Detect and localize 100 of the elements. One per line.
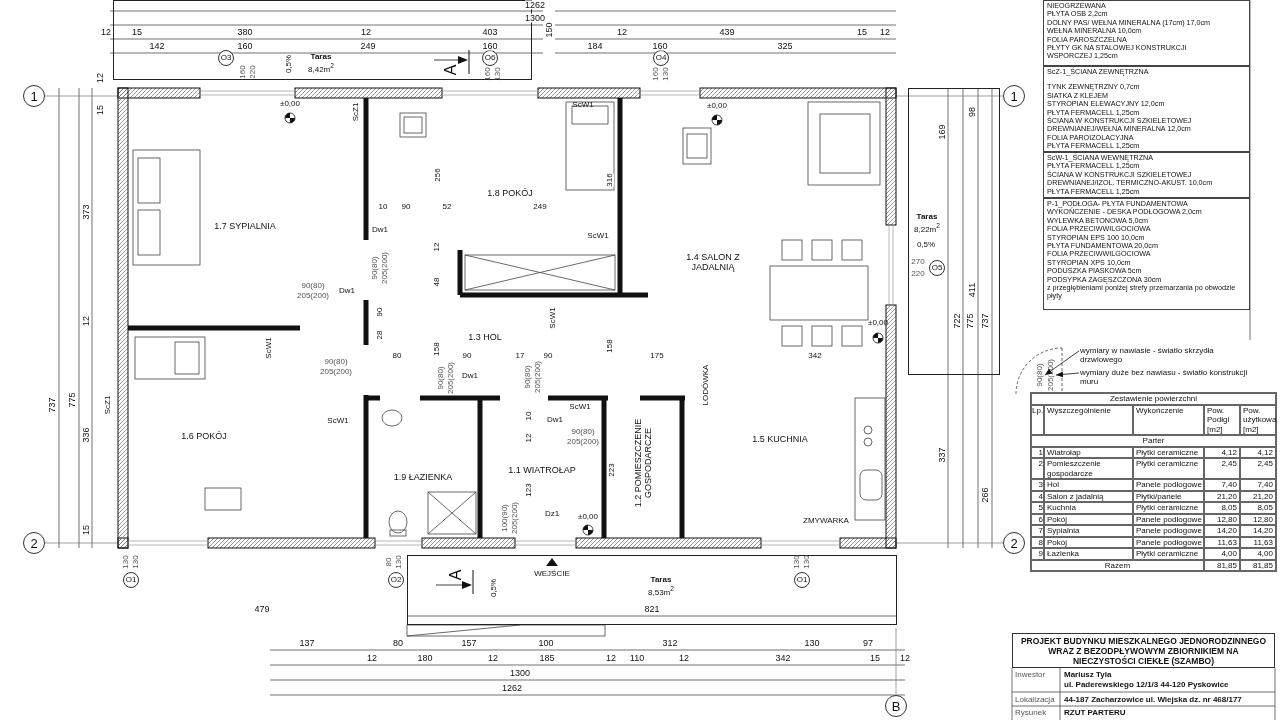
grid-axis-marker: B bbox=[885, 695, 907, 717]
table-cell: 81,85 bbox=[1240, 559, 1276, 571]
dimension-label: 12 bbox=[617, 27, 627, 37]
dimension-label: 12 bbox=[433, 242, 441, 252]
opening-dimension: 205(200) bbox=[447, 362, 455, 394]
dimension-label: 157 bbox=[461, 638, 477, 648]
terrace-name: Taras bbox=[915, 212, 939, 222]
appliance-label: LODÓWKA bbox=[702, 364, 710, 406]
dimension-label: 266 bbox=[980, 487, 990, 503]
field-value: 44-187 Zacharzowice ul. Wiejska dz. nr 468/177 bbox=[1064, 696, 1242, 704]
dimension-label: 316 bbox=[606, 173, 614, 187]
opening-dimension: 205(200) bbox=[381, 252, 389, 284]
table-cell: 21,20 bbox=[1204, 490, 1240, 502]
table-cell: 7,40 bbox=[1204, 479, 1240, 491]
table-cell: 4,00 bbox=[1204, 548, 1240, 560]
opening-dimension: 205(200) bbox=[511, 502, 519, 534]
opening-dimension: 130 bbox=[494, 67, 502, 81]
table-cell: 4,00 bbox=[1240, 548, 1276, 560]
table-cell: Łazienka bbox=[1044, 548, 1133, 560]
wall-type-label: ScW1 bbox=[572, 101, 594, 109]
note-text: wymiary w nawiasie - światło skrzydła drzwiowego bbox=[1080, 346, 1258, 364]
slope-label: 0,5% bbox=[285, 54, 293, 74]
grid-axis-marker: 1 bbox=[23, 85, 45, 107]
opening-dimension: 80 bbox=[385, 557, 393, 567]
table-cell: 4,12 bbox=[1240, 446, 1276, 458]
dimension-label: 249 bbox=[360, 41, 376, 51]
table-cell: Płytki ceramiczne bbox=[1133, 502, 1204, 514]
dimension-label: 373 bbox=[81, 204, 91, 220]
opening-dimension: 205(200) bbox=[320, 368, 352, 376]
door-dimension: 90(80) bbox=[1036, 363, 1044, 387]
dimension-label: 48 bbox=[433, 277, 441, 287]
table-cell: 81,85 bbox=[1204, 559, 1240, 571]
opening-dimension: 205(200) bbox=[297, 292, 329, 300]
dimension-label: 98 bbox=[967, 107, 977, 117]
area-label: 8,53m$^{2}$ bbox=[648, 584, 674, 597]
door-tag: Dw1 bbox=[372, 226, 388, 234]
table-title: Zestawienie powierzchni bbox=[1031, 393, 1276, 405]
slope-label: 0,5% bbox=[916, 241, 936, 249]
table-cell: 2,45 bbox=[1204, 458, 1240, 479]
level-label: ±0,00 bbox=[578, 513, 598, 521]
table-cell: Panele podłogowe bbox=[1133, 479, 1204, 491]
dimension-label: 737 bbox=[47, 397, 57, 413]
wall-type-label: ScW1 bbox=[265, 337, 273, 359]
wall-type-label: ScW1 bbox=[587, 232, 609, 240]
room-label: 1.2 POMIESZCZENIE GOSPODARCZE bbox=[632, 407, 654, 519]
dimension-label: 411 bbox=[967, 282, 977, 298]
dimension-label: 15 bbox=[132, 27, 142, 37]
dimension-label: 184 bbox=[587, 41, 603, 51]
dimension-label: 15 bbox=[95, 105, 105, 115]
table-cell: Płytki ceramiczne bbox=[1133, 458, 1204, 479]
window-tag: O6 bbox=[482, 50, 498, 66]
dimension-label: 737 bbox=[980, 313, 990, 329]
room-label: 1.6 POKÓJ bbox=[181, 430, 227, 442]
dimension-label: 12 bbox=[95, 73, 105, 83]
dimension-label: 1300 bbox=[525, 13, 545, 23]
dimension-label: 12 bbox=[900, 653, 910, 663]
table-cell: 2,45 bbox=[1240, 458, 1276, 479]
grid-axis-marker: 1 bbox=[1003, 85, 1025, 107]
table-cell: 8,05 bbox=[1240, 502, 1276, 514]
field-caption: Rysunek bbox=[1015, 709, 1047, 717]
table-cell: Panele podłogowe bbox=[1133, 513, 1204, 525]
dimension-label: 12 bbox=[361, 27, 371, 37]
dimension-label: 325 bbox=[777, 41, 793, 51]
table-cell: 4 bbox=[1031, 490, 1044, 502]
table-cell: Salon z jadalnią bbox=[1044, 490, 1133, 502]
specification-panel bbox=[1043, 0, 1250, 66]
dimension-label: 1262 bbox=[525, 0, 545, 10]
level-label: ±0,00 bbox=[868, 319, 888, 327]
room-label: 1.8 POKÓJ bbox=[487, 187, 533, 199]
level-label: ±0,00 bbox=[280, 100, 300, 108]
dimension-label: 821 bbox=[644, 604, 660, 614]
opening-dimension: 205(200) bbox=[567, 438, 599, 446]
table-cell: Razem bbox=[1031, 559, 1204, 571]
opening-dimension: 90(80) bbox=[324, 358, 348, 366]
door-tag: Dz1 bbox=[544, 510, 560, 518]
dimension-label: 256 bbox=[434, 168, 442, 182]
table-cell: 21,20 bbox=[1240, 490, 1276, 502]
dimension-label: 17 bbox=[515, 352, 525, 360]
room-label: 1.3 HOL bbox=[468, 331, 502, 343]
grid-axis-marker: 2 bbox=[23, 532, 45, 554]
door-tag: Dw1 bbox=[339, 287, 355, 295]
dimension-label: 403 bbox=[482, 27, 498, 37]
dimension-label: 90 bbox=[543, 352, 553, 360]
wall-type-label: ScZ1 bbox=[104, 395, 112, 415]
dimension-label: 90 bbox=[462, 352, 472, 360]
dimension-label: 80 bbox=[392, 352, 402, 360]
room-label: 1.7 SYPIALNIA bbox=[214, 220, 276, 232]
dimension-label: 175 bbox=[650, 352, 664, 360]
dimension-label: 12 bbox=[679, 653, 689, 663]
wall-type-label: ScW1 bbox=[549, 307, 557, 329]
level-label: ±0,00 bbox=[707, 102, 727, 110]
table-cell: 7 bbox=[1031, 525, 1044, 537]
dimension-label: 15 bbox=[81, 525, 91, 535]
window-tag: O5 bbox=[929, 260, 945, 276]
table-cell: 12,80 bbox=[1240, 513, 1276, 525]
dimension-label: 336 bbox=[81, 427, 91, 443]
dimension-label: 223 bbox=[608, 463, 616, 477]
grid-axis-marker: 2 bbox=[1003, 532, 1025, 554]
entrance-label: WEJŚCIE bbox=[534, 570, 570, 578]
table-cell: 2 bbox=[1031, 458, 1044, 479]
